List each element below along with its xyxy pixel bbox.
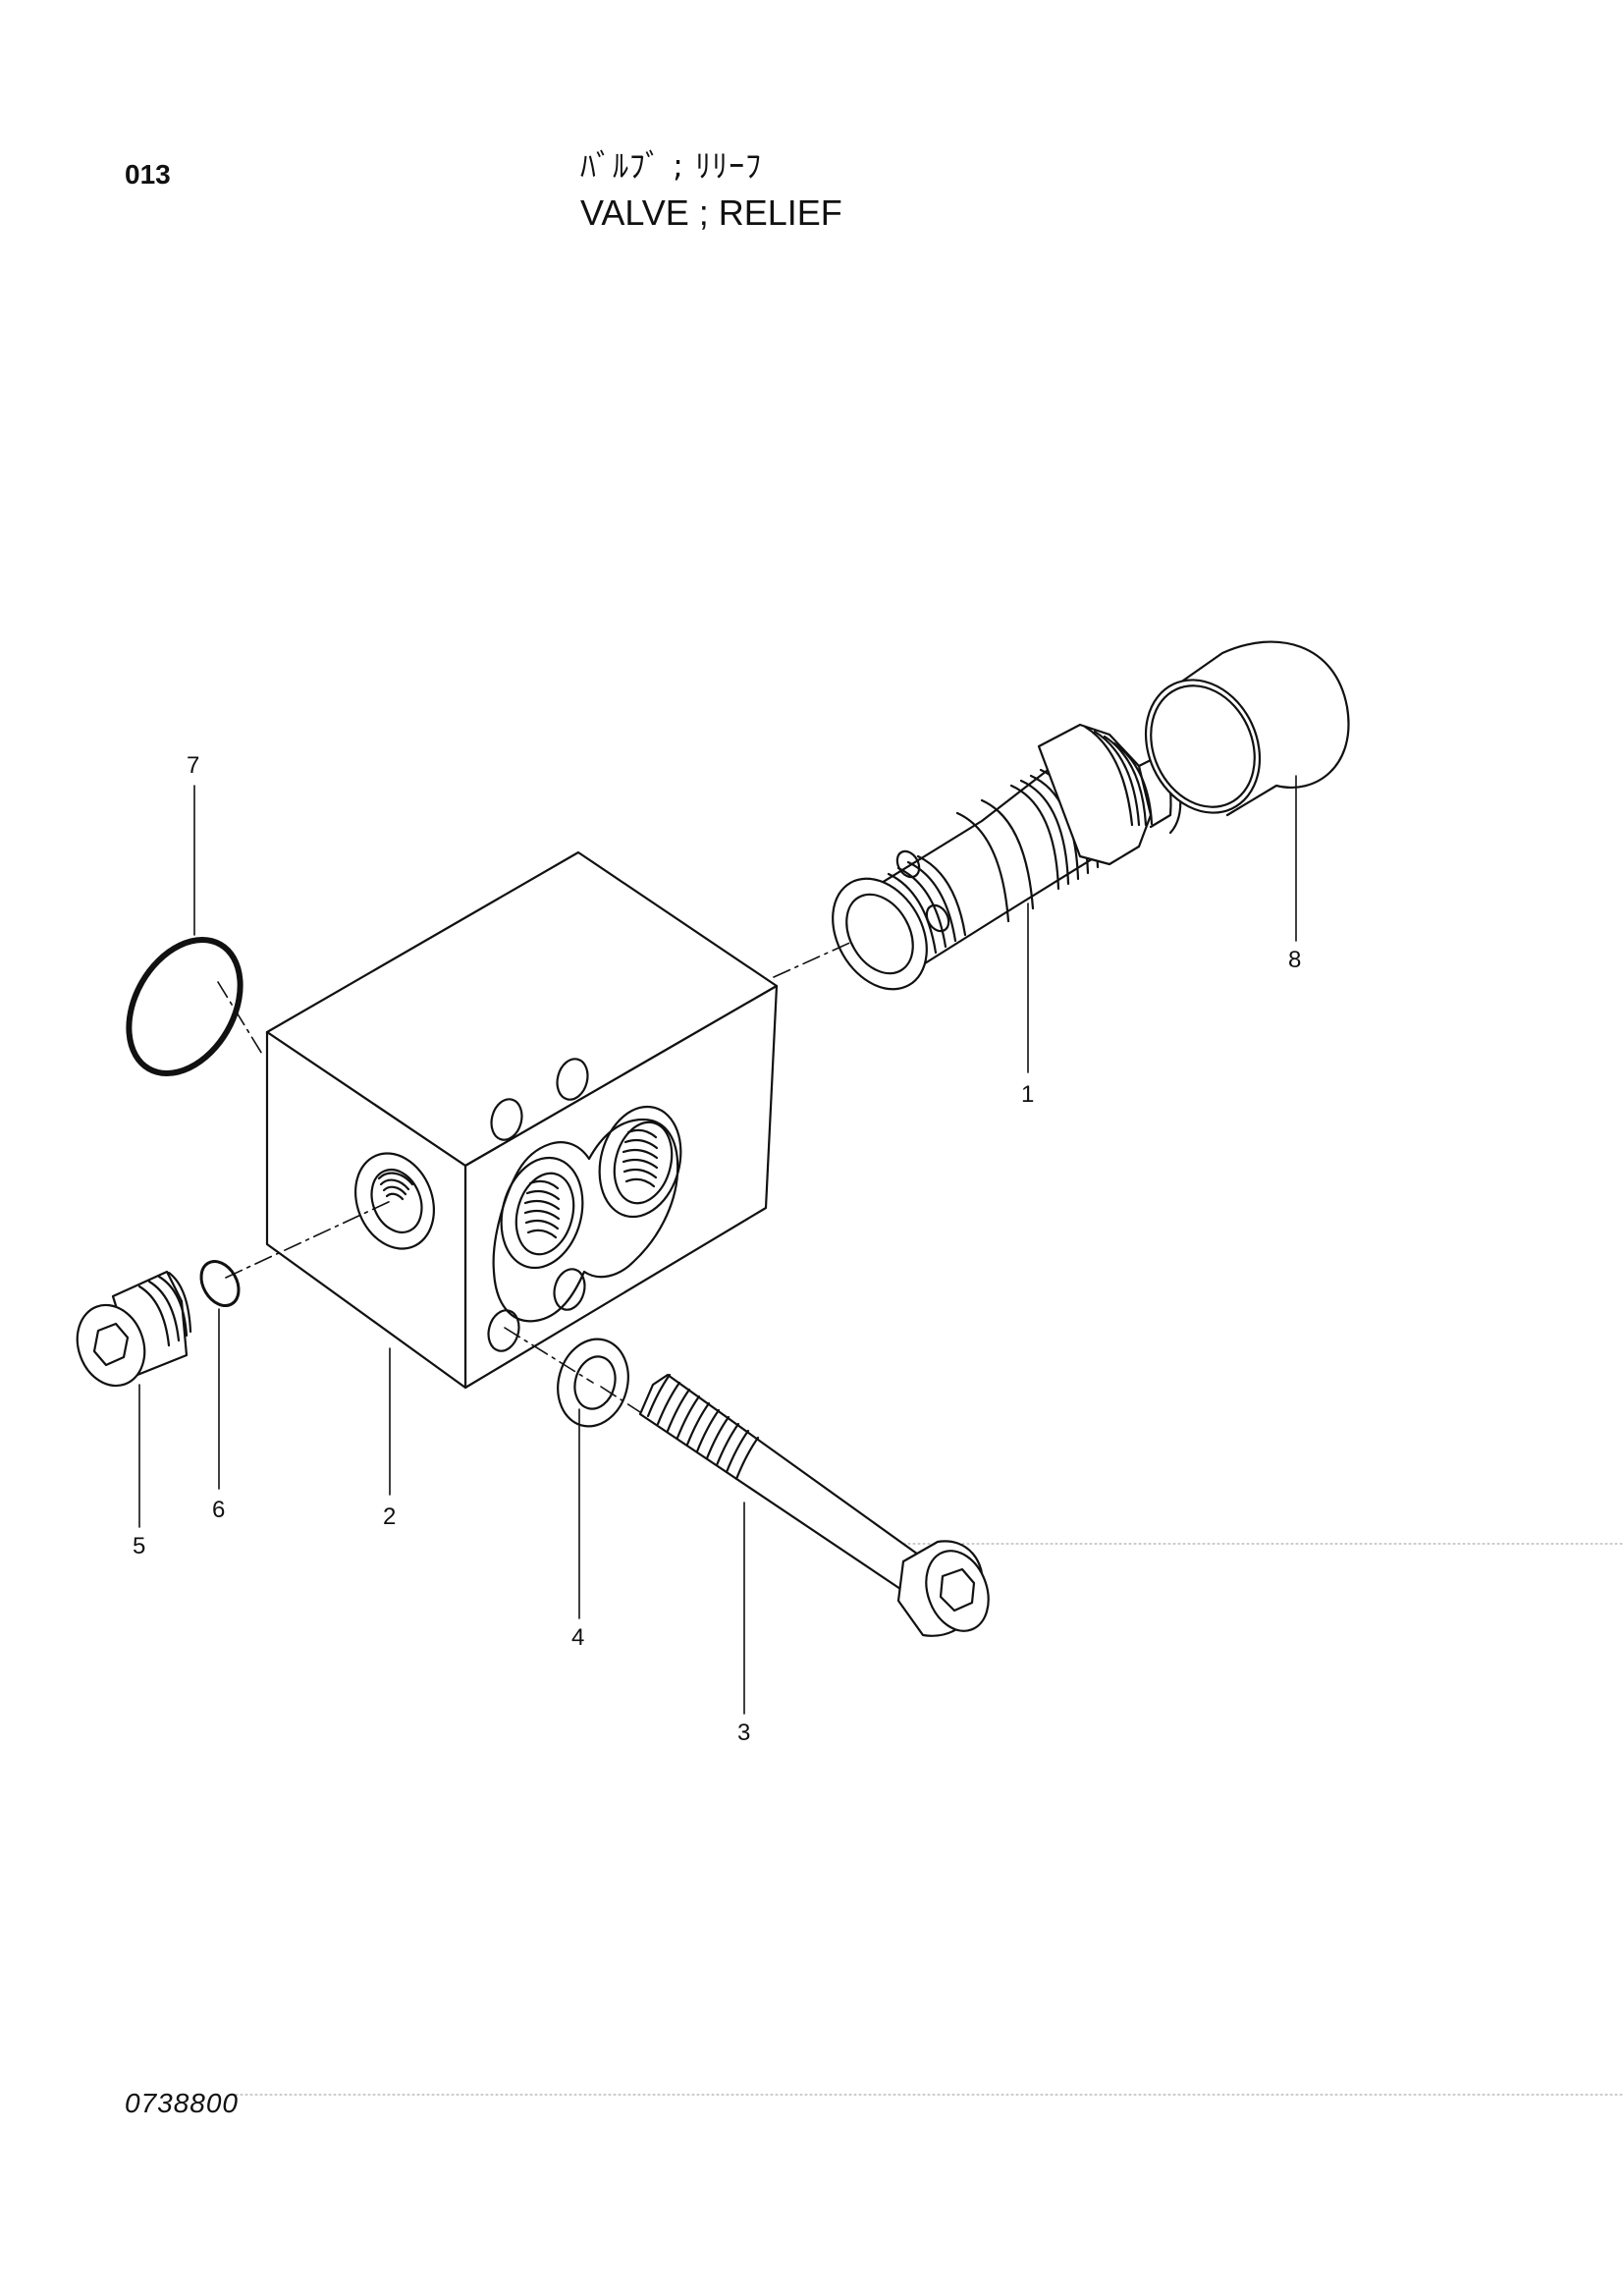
o-ring-small bbox=[199, 1260, 241, 1307]
valve-body-block bbox=[265, 850, 779, 1390]
callout-7: 7 bbox=[187, 752, 199, 779]
leader-lines bbox=[138, 775, 1297, 1715]
socket-head-bolt bbox=[638, 1373, 990, 1637]
title-english: VALVE ; RELIEF bbox=[580, 192, 842, 233]
document-number: 0738800 bbox=[125, 2088, 240, 2118]
callout-6: 6 bbox=[212, 1497, 225, 1523]
callout-4: 4 bbox=[571, 1624, 584, 1651]
o-ring-large bbox=[126, 937, 243, 1076]
relief-valve-cartridge bbox=[832, 723, 1182, 991]
plug-hex-socket bbox=[76, 1270, 192, 1388]
callout-2: 2 bbox=[383, 1503, 396, 1530]
callout-5: 5 bbox=[133, 1533, 145, 1559]
title-japanese: ﾊﾞﾙﾌﾞ ; ﾘﾘｰﾌ bbox=[580, 147, 763, 185]
callout-8: 8 bbox=[1288, 947, 1301, 973]
callout-3: 3 bbox=[737, 1720, 750, 1746]
callout-1: 1 bbox=[1021, 1081, 1034, 1108]
assembly-centerlines bbox=[217, 940, 855, 1413]
cover-cap bbox=[1144, 640, 1350, 817]
page-number: 013 bbox=[125, 159, 171, 190]
